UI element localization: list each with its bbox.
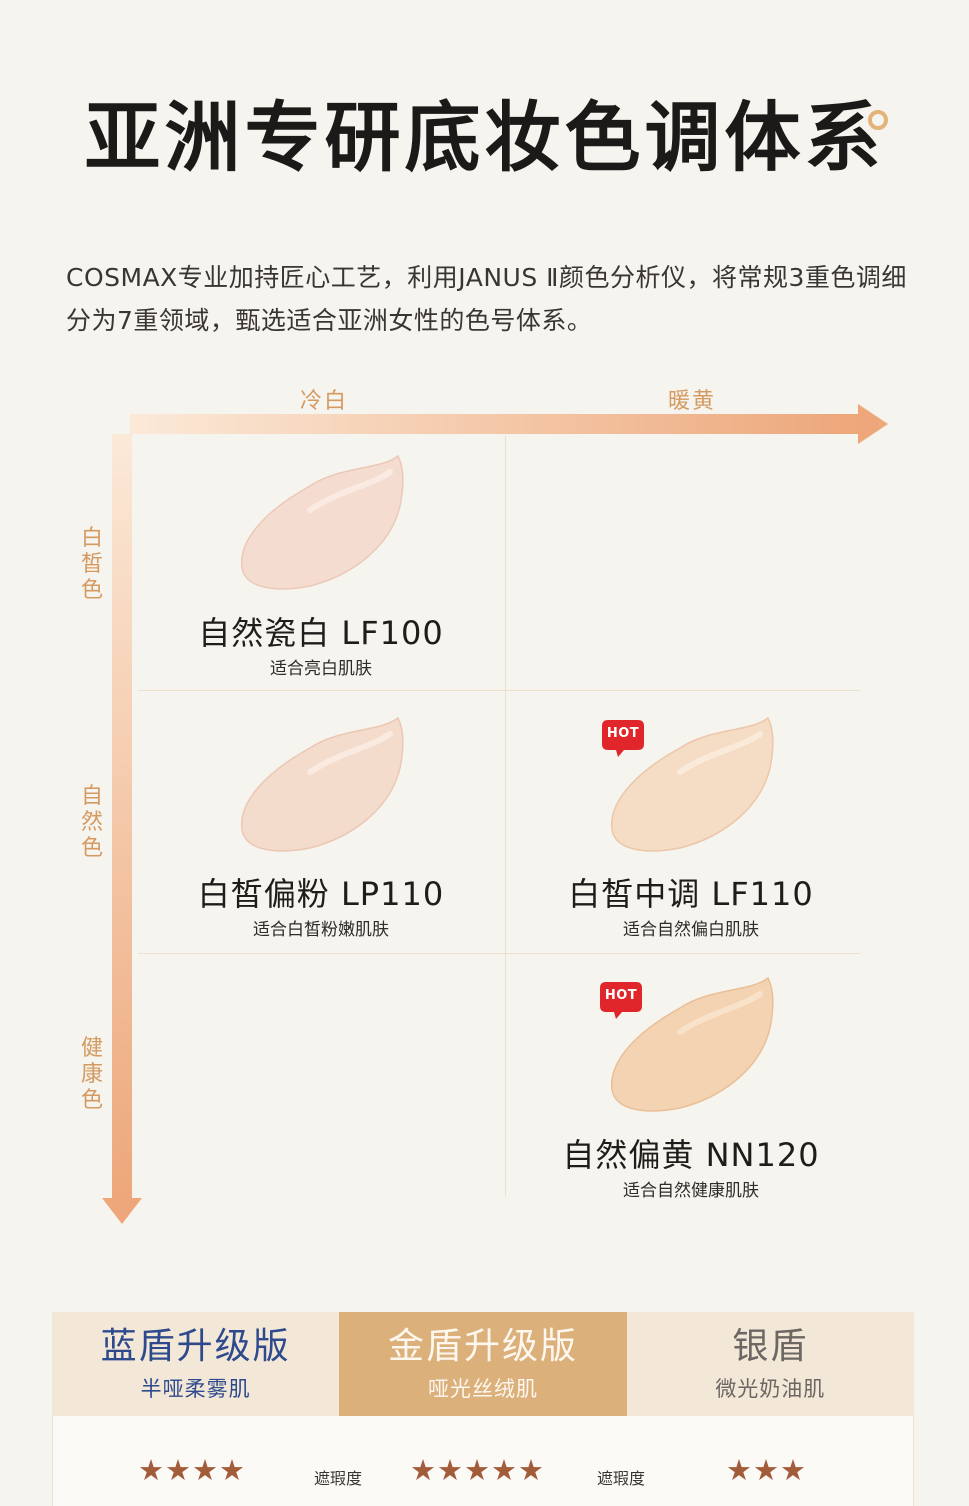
coverage-stars-silver: ★★★ [726,1453,807,1487]
coverage-stars-gold: ★★★★★ [410,1453,545,1487]
x-axis-bar [130,414,860,434]
swatch-lf100 [241,454,404,590]
hot-badge-lf110: HOT [600,718,646,758]
swatch-lf110 [611,716,774,852]
tab-silver-sub: 微光奶油肌 [715,1377,826,1401]
hot-badge-nn120: HOT [598,980,644,1020]
tab-gold-sub: 哑光丝绒肌 [427,1377,538,1401]
version-tabs: 蓝盾升级版 半哑柔雾肌 金盾升级版 哑光丝绒肌 银盾 微光奶油肌 [52,1312,914,1416]
tab-blue-sub: 半哑柔雾肌 [140,1377,251,1401]
comparison-table-body [52,1416,914,1506]
tab-blue-shield[interactable]: 蓝盾升级版 半哑柔雾肌 [52,1312,340,1416]
hot-badge-label: HOT [606,726,640,741]
swatch-lp110 [241,716,404,852]
shade-name-nn120: 自然偏黄 NN120 [562,1136,820,1174]
coverage-label-2: 遮瑕度 [597,1469,646,1488]
axis-label-cool: 冷白 [300,389,349,414]
shade-desc-lp110: 适合白皙粉嫩肌肤 [253,920,389,940]
y-axis-arrowhead [102,1198,142,1224]
coverage-label-1: 遮瑕度 [314,1469,363,1488]
axis-label-natural: 自然色 [80,784,103,861]
grid-line-center [505,436,506,1196]
tab-blue-name: 蓝盾升级版 [100,1326,291,1367]
tab-silver-shield[interactable]: 银盾 微光奶油肌 [626,1312,914,1416]
grid-line-2 [138,953,860,954]
coverage-stars-blue: ★★★★ [138,1453,246,1487]
intro-text: COSMAX专业加持匠心工艺，利用JANUS Ⅱ颜色分析仪，将常规3重色调细分为… [66,263,907,335]
tab-gold-shield[interactable]: 金盾升级版 哑光丝绒肌 [339,1312,627,1416]
axis-label-warm: 暖黄 [668,389,717,414]
title-decoration-dot [868,110,888,130]
shade-desc-lf110: 适合自然偏白肌肤 [623,920,759,940]
page-title: 亚洲专研底妆色调体系 [84,93,885,182]
shade-desc-lf100: 适合亮白肌肤 [270,659,372,679]
tab-gold-name: 金盾升级版 [387,1326,578,1367]
tab-silver-name: 银盾 [732,1326,809,1367]
shade-desc-nn120: 适合自然健康肌肤 [623,1181,759,1201]
grid-line-1 [138,690,860,691]
y-axis-bar [112,434,132,1202]
axis-label-healthy: 健康色 [80,1036,103,1113]
shade-name-lf110: 白皙中调 LF110 [568,875,814,913]
swatch-nn120 [611,976,774,1112]
axis-label-fair: 白皙色 [80,526,103,603]
x-axis-arrowhead [858,404,888,444]
shade-name-lp110: 白皙偏粉 LP110 [197,875,445,913]
hot-badge-label: HOT [604,988,638,1003]
shade-name-lf100: 自然瓷白 LF100 [198,614,444,652]
